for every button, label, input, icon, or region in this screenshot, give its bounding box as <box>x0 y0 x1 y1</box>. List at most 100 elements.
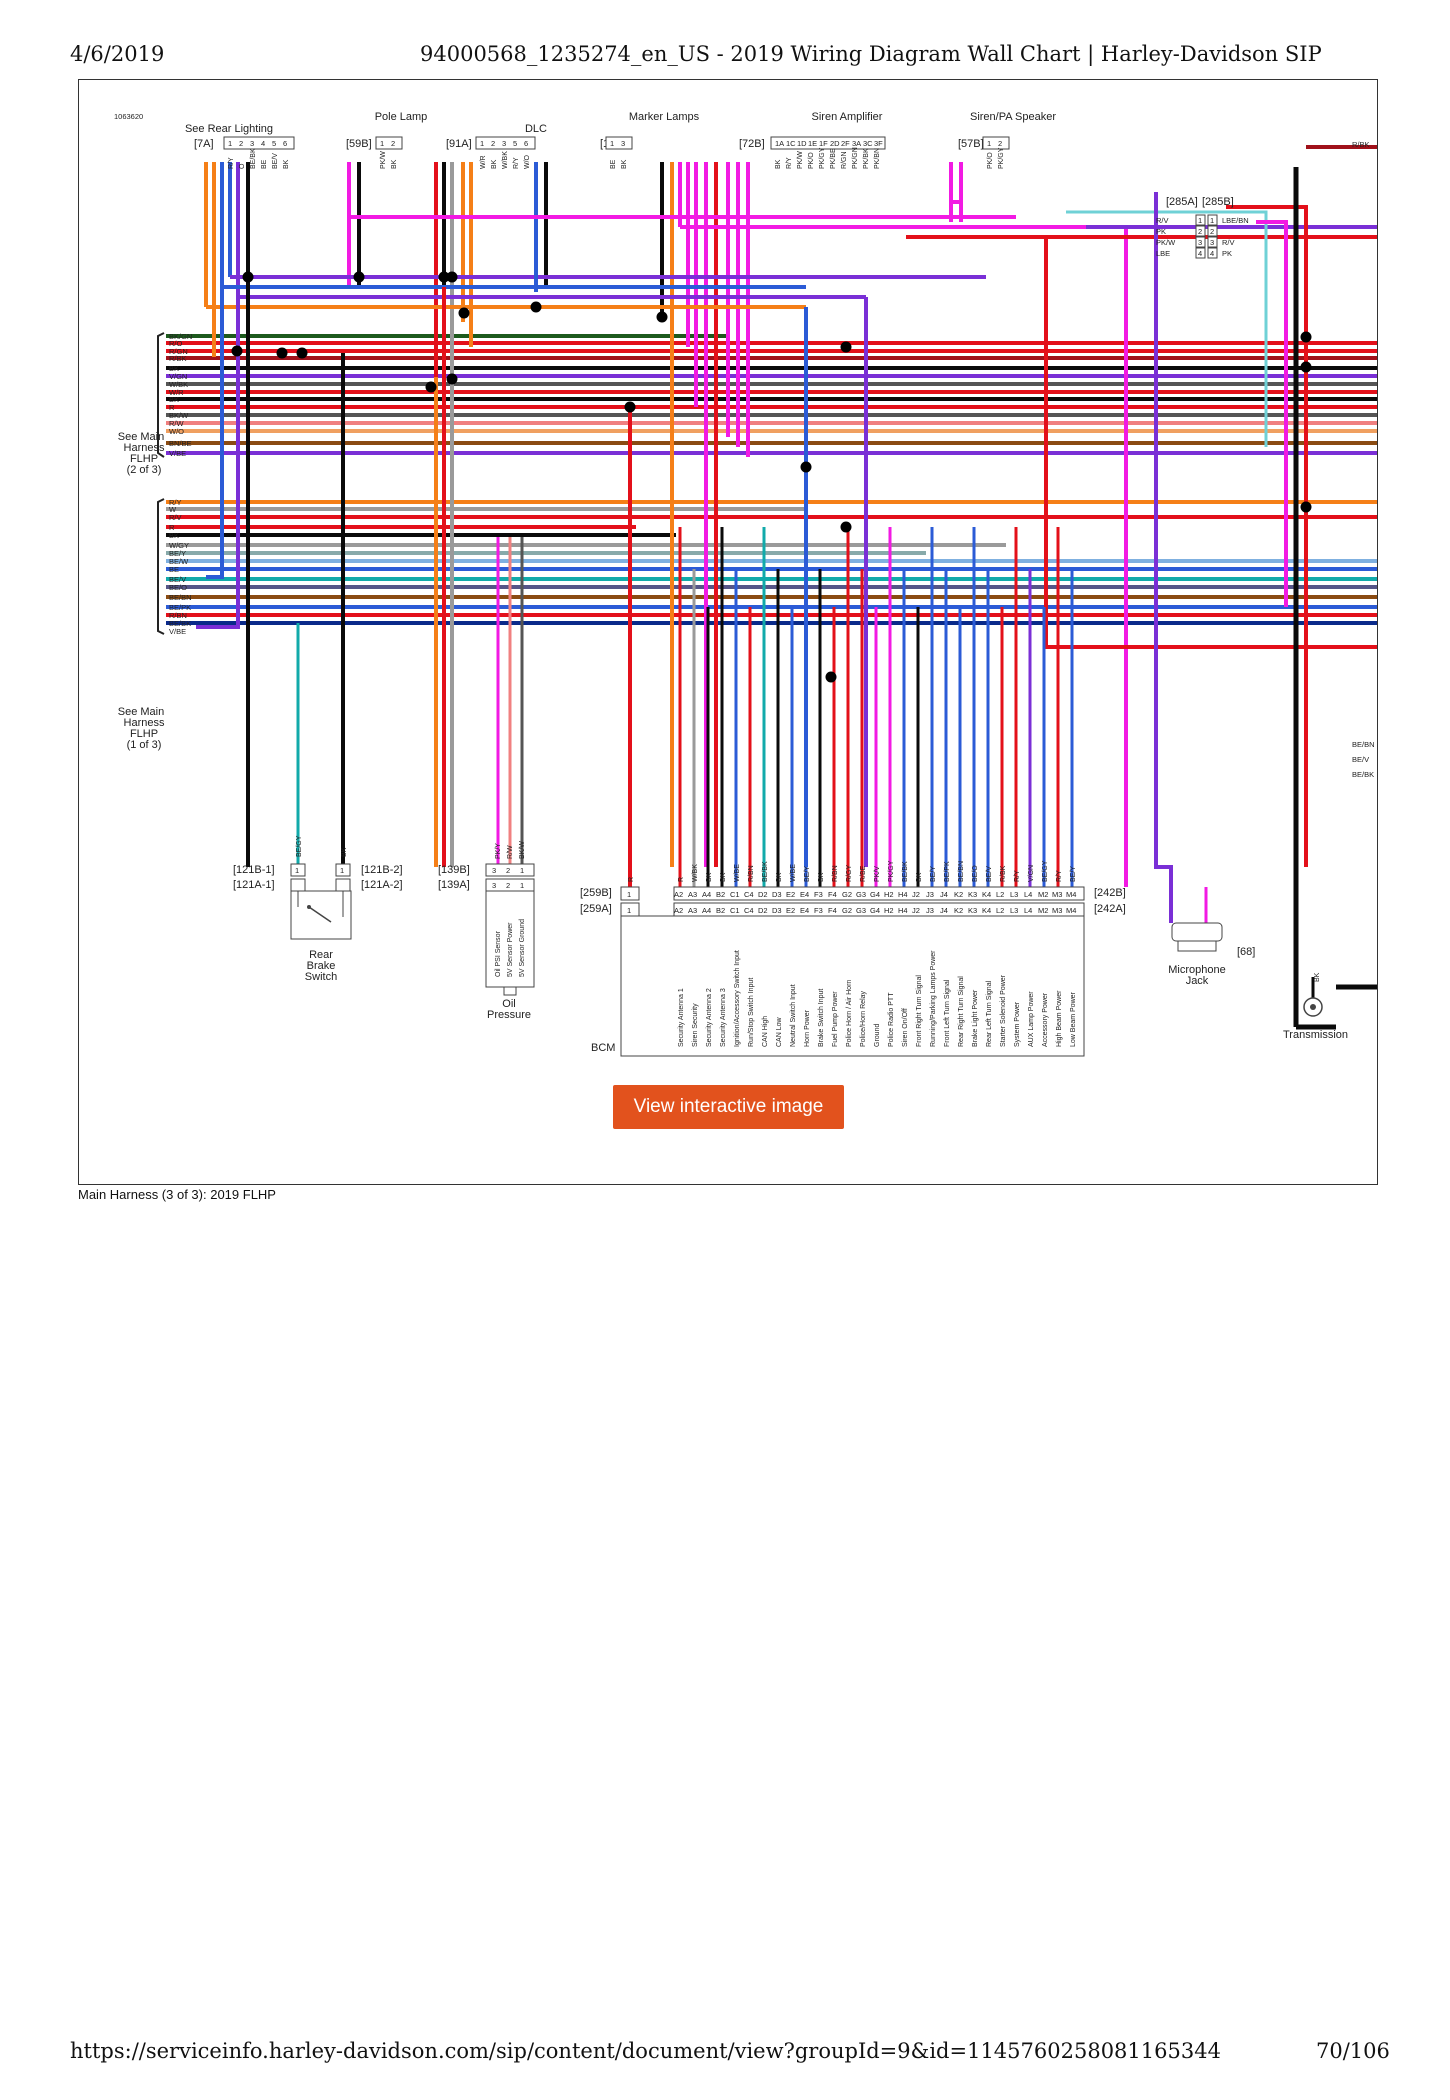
conn-285-left-wire: PK <box>1156 227 1166 236</box>
harness-1-wire-label: BE/O <box>169 583 187 592</box>
top-connector-pin: 3 <box>621 139 625 148</box>
conn-285-pin: 1 <box>1210 216 1214 225</box>
top-connector-box <box>982 136 1010 150</box>
conn-285-pin-box-a <box>1195 214 1206 226</box>
transmission-sensor: Transmission BK <box>1283 972 1348 1041</box>
brake-ref-121a2: [121A-2] <box>361 879 403 891</box>
bcm-pin: B2 <box>716 890 725 899</box>
bcm-function-label: System Power <box>1014 1001 1021 1047</box>
splice-dot <box>1300 331 1312 343</box>
harness-2-wire-label: W/R <box>169 388 184 397</box>
bcm-function-label: Security Antenna 3 <box>720 988 727 1047</box>
harness-2-line4: (2 of 3) <box>127 464 162 476</box>
bcm-pin: G4 <box>870 906 880 915</box>
top-wire-label: W/BK <box>502 151 509 169</box>
right-edge-label: R/BK <box>1352 140 1370 149</box>
top-wire-label: R/Y <box>228 157 235 169</box>
harness-2-wire-label: W/BK <box>169 380 188 389</box>
bcm-pin: K3 <box>968 906 977 915</box>
bcm-function-label: Accessory Power <box>1042 992 1049 1047</box>
top-connector-box <box>375 136 403 150</box>
top-connector-pin: 1E <box>808 139 817 148</box>
bcm-function-label: Police Radio PTT <box>888 992 895 1047</box>
bcm-pin: M3 <box>1052 890 1062 899</box>
top-connector-pin: 1C <box>786 139 796 148</box>
oil-pin: 1 <box>520 866 524 875</box>
bcm-function-label: Siren Security <box>692 1003 699 1047</box>
harness-2-wire-label: R <box>169 403 175 412</box>
conn-285-pin: 3 <box>1198 238 1202 247</box>
bcm-pin: J2 <box>912 906 920 915</box>
bcm-pin: K3 <box>968 890 977 899</box>
wire <box>206 287 224 579</box>
bcm-pin: E4 <box>800 906 809 915</box>
bcm-pin: M2 <box>1038 890 1048 899</box>
top-connector-pin: 3F <box>874 139 883 148</box>
bcm-pin: L3 <box>1010 906 1018 915</box>
bcm-pin: H4 <box>898 890 908 899</box>
diagram-id: 1063620 <box>114 112 143 121</box>
footer-url[interactable]: https://serviceinfo.harley-davidson.com/… <box>70 2039 1221 2063</box>
wire <box>1154 192 1173 923</box>
harness-2-line3: FLHP <box>130 453 158 465</box>
bcm-wire-label: BE/O <box>972 865 979 882</box>
bcm-pin: K2 <box>954 890 963 899</box>
harness-2-wire-label: BK/GN <box>169 332 192 341</box>
top-connector-box <box>475 136 536 150</box>
bcm-wire-label: BE/BN <box>958 861 965 882</box>
harness-1-wire-label: R <box>169 523 175 532</box>
bcm-pin: F4 <box>828 906 837 915</box>
conn-57b-ref: [57B] <box>958 138 984 150</box>
top-wire-label: BK <box>775 159 782 169</box>
bcm-pin: E2 <box>786 890 795 899</box>
oil-pin: 3 <box>492 866 496 875</box>
top-connector-pin: 2 <box>391 139 395 148</box>
conn-285-right-wire: R/V <box>1222 238 1235 247</box>
bcm-wire-label: BK <box>706 872 713 882</box>
splice-dots <box>231 271 1312 683</box>
bcm-pin: L3 <box>1010 890 1018 899</box>
harness-2-wire-label: BK <box>169 364 179 373</box>
oil-pin: 2 <box>506 866 510 875</box>
bcm-pin: H2 <box>884 890 894 899</box>
top-wire-label: BK <box>621 159 628 169</box>
top-connector-pin: 4 <box>261 139 265 148</box>
brake-ref-121b2: [121B-2] <box>361 864 403 876</box>
harness-2-wire-label: V/BE <box>169 449 186 458</box>
top-connector-pin: 1A <box>775 139 784 148</box>
bcm-wire-label: V/GN <box>1028 865 1035 882</box>
bcm-pin: H2 <box>884 906 894 915</box>
harness-2-line1: See Main <box>118 431 164 443</box>
harness-1-wire-label: V/BE <box>169 627 186 636</box>
splice-dot <box>825 671 837 683</box>
bcm-function-label: Siren On/Off <box>902 1008 909 1047</box>
svg-text:Pressure: Pressure <box>487 1009 531 1021</box>
bcm-wire-label: R/Y <box>1056 870 1063 882</box>
harness-1-wire-label: R/V <box>169 513 182 522</box>
top-connector-pin: 1 <box>987 139 991 148</box>
bcm-pin: E2 <box>786 906 795 915</box>
top-wire-label: PK/BE <box>830 148 837 169</box>
brake-ref-121a1: [121A-1] <box>233 879 275 891</box>
oil-pin: 3 <box>492 881 496 890</box>
splice-dot <box>530 301 542 313</box>
microphone-jack: [68] Microphone Jack <box>1168 922 1255 987</box>
bcm-wire-label: BK <box>720 872 727 882</box>
top-wire-label: R/Y <box>786 157 793 169</box>
conn-285-left-wire: LBE <box>1156 249 1170 258</box>
bcm-wire-label: BK <box>916 872 923 882</box>
view-interactive-image-button[interactable]: View interactive image <box>613 1085 844 1129</box>
oil-ref-139b: [139B] <box>438 864 470 876</box>
conn-285-pin: 2 <box>1210 227 1214 236</box>
splice-dot <box>296 347 308 359</box>
harness-1-wire-label: BE/BN <box>169 593 192 602</box>
conn-59b-ref: [59B] <box>346 138 372 150</box>
right-edge-label: BE/BN <box>1352 740 1375 749</box>
bcm-ref-242a: [242A] <box>1094 903 1126 915</box>
splice-dot <box>1300 361 1312 373</box>
wire <box>1066 210 1268 447</box>
harness-1-wire-label: BE/W <box>169 557 189 566</box>
splice-dot <box>353 271 365 283</box>
